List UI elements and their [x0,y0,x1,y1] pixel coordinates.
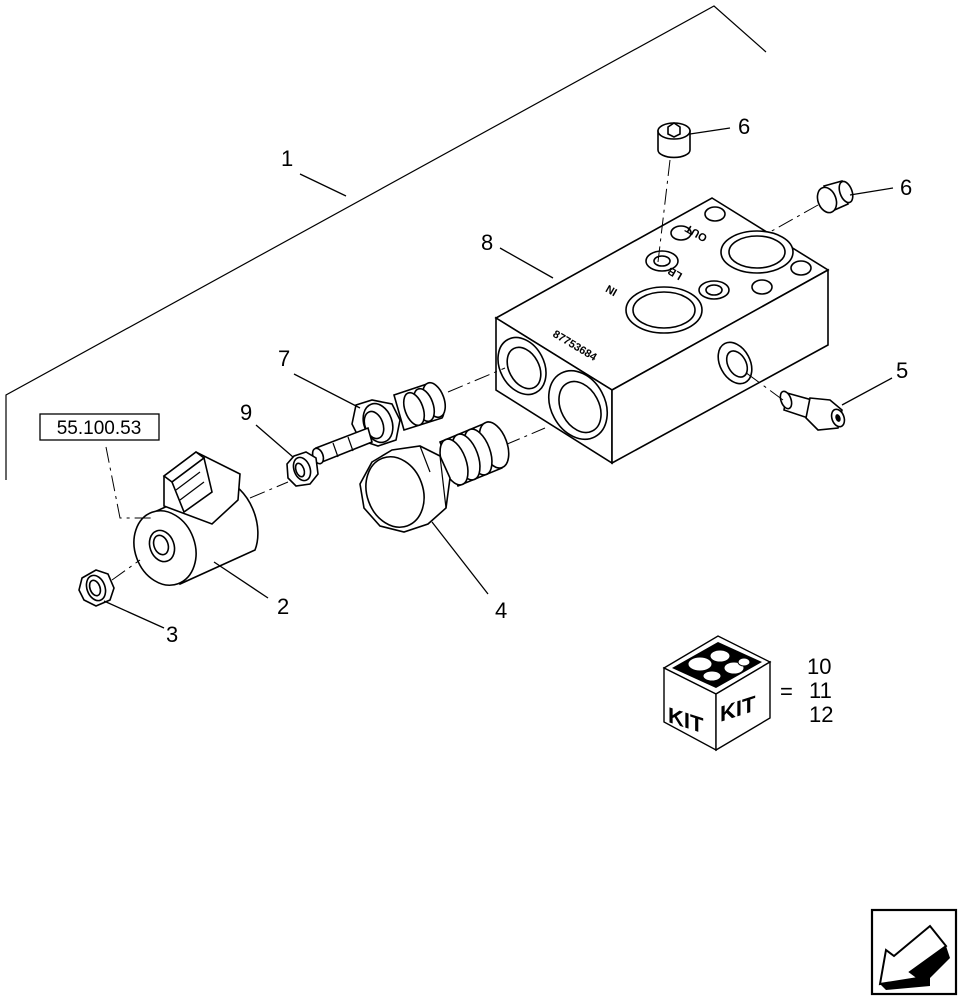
reference-box[interactable]: 55.100.53 [39,413,160,519]
valve-block: 87753684 OUT IN LB [494,197,830,465]
plug-top [657,122,691,263]
callout-6-right: 6 [900,175,912,200]
callout-5: 5 [896,358,908,383]
kit-item-10: 10 [807,654,831,679]
callout-9: 9 [240,400,252,425]
kit-contents: = 10 11 12 [780,654,833,727]
callout-3: 3 [166,622,178,647]
fitting [744,371,846,431]
solenoid-cartridge-valve [311,367,506,465]
assembly-bracket [5,5,767,480]
port-label-in: IN [604,282,620,298]
kit-equals: = [780,679,793,704]
plug-right [769,180,854,233]
kit-item-11: 11 [809,678,832,703]
callout-6-top: 6 [738,114,750,139]
kit-item-12: 12 [809,702,833,727]
parts-kit-box-icon: KIT KIT [662,635,772,752]
callout-numbers: 1 2 3 4 5 6 6 7 8 9 [166,114,912,647]
callout-7: 7 [278,346,290,371]
reference-box-label: 55.100.53 [57,418,142,439]
callout-2: 2 [277,594,289,619]
callout-8: 8 [481,230,493,255]
navigation-arrow-icon[interactable] [870,908,958,996]
nut-item-9 [286,451,319,487]
callout-1: 1 [281,146,293,171]
nut-item-3 [78,559,141,607]
leader-lines [103,127,894,629]
solenoid-coil [133,451,289,586]
callout-4: 4 [495,598,507,623]
relief-cartridge-valve [359,421,546,533]
